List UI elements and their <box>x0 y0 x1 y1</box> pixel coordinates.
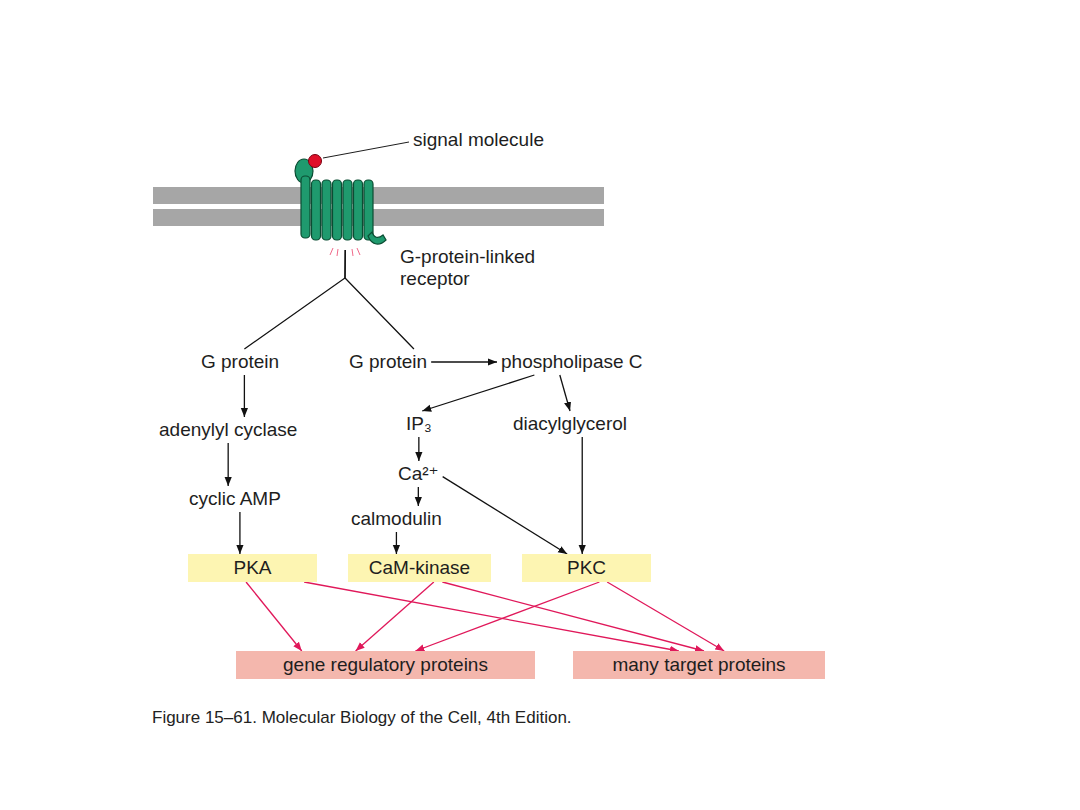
target-box: gene regulatory proteins <box>236 651 535 679</box>
arrow <box>304 582 679 651</box>
arrow <box>396 532 397 554</box>
signal-step: calmodulin <box>347 506 446 532</box>
signal-step: Ca²⁺ <box>394 461 443 487</box>
signal-step: adenylyl cyclase <box>155 417 301 443</box>
signal-step: G protein <box>197 349 283 375</box>
receptor-helix <box>354 180 363 240</box>
node-label: IP₃ <box>406 413 432 434</box>
node-label: calmodulin <box>351 508 442 529</box>
arrow <box>431 361 497 362</box>
receptor-helix <box>301 176 310 238</box>
receptor-helix <box>333 180 342 240</box>
kinase-box: CaM-kinase <box>348 554 491 582</box>
node-label: diacylglycerol <box>513 413 627 434</box>
arrow <box>443 477 567 554</box>
arrow <box>607 582 724 651</box>
receptor-helix <box>364 180 373 240</box>
node-label: many target proteins <box>612 654 785 676</box>
activation-mark <box>352 249 353 256</box>
activation-mark <box>337 249 338 256</box>
signal-step: G protein <box>345 349 431 375</box>
arrow <box>418 487 419 506</box>
node-label: G protein <box>349 351 427 372</box>
node-label: phospholipase C <box>501 351 643 372</box>
target-box: many target proteins <box>573 651 825 679</box>
receptor-symbol <box>295 159 386 244</box>
arrow <box>244 250 345 349</box>
arrow <box>239 512 240 554</box>
receptor: G-protein-linked receptor <box>293 150 388 250</box>
arrow <box>228 443 229 486</box>
arrow <box>418 437 419 461</box>
arrow <box>415 582 599 651</box>
signal-step: phospholipase C <box>497 349 647 375</box>
activation-mark <box>330 248 333 255</box>
node-label: PKA <box>233 557 271 579</box>
kinase-box: PKC <box>522 554 651 582</box>
caption: Figure 15–61. Molecular Biology of the C… <box>152 708 572 728</box>
node-label: gene regulatory proteins <box>283 654 488 676</box>
arrow <box>356 582 434 651</box>
signal-step: cyclic AMP <box>185 486 285 512</box>
kinase-box: PKA <box>188 554 317 582</box>
callout-label: signal molecule <box>413 129 544 151</box>
signal-molecule-symbol <box>309 155 322 168</box>
node-label: G-protein-linked receptor <box>400 246 550 290</box>
node-label: Ca²⁺ <box>398 463 439 484</box>
arrow <box>422 375 534 411</box>
receptor-helix <box>322 180 331 240</box>
membrane-layer <box>153 209 604 226</box>
node-label: adenylyl cyclase <box>159 419 297 440</box>
membrane-layer <box>153 187 604 204</box>
arrow <box>560 375 570 411</box>
activation-mark <box>357 248 360 255</box>
node-label: G protein <box>201 351 279 372</box>
receptor-c-terminus <box>368 232 386 244</box>
receptor-helix <box>343 180 352 240</box>
receptor-helix <box>312 180 321 240</box>
node-label: CaM-kinase <box>369 557 470 579</box>
arrow <box>582 437 583 554</box>
signal-step: IP₃ <box>402 411 436 437</box>
leader-line <box>323 142 409 158</box>
arrow <box>244 375 245 417</box>
node-label: PKC <box>567 557 606 579</box>
arrow <box>246 582 302 651</box>
node-label: cyclic AMP <box>189 488 281 509</box>
signal-step: diacylglycerol <box>509 411 631 437</box>
